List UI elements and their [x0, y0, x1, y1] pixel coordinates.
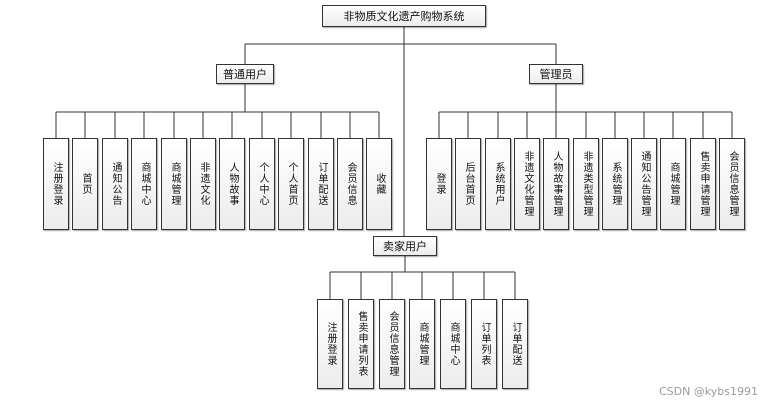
leaf-label: 人物故事 — [227, 162, 238, 206]
leaf-node-user-8: 个人首页 — [278, 138, 304, 230]
leaf-label: 售卖申请管理 — [698, 151, 709, 217]
leaf-label: 会员信息管理 — [727, 151, 738, 217]
group-label-user: 普通用户 — [223, 68, 267, 81]
leaf-label: 订单配送 — [316, 162, 327, 206]
group-label-admin: 管理员 — [539, 68, 573, 81]
leaf-node-user-1: 首页 — [72, 138, 98, 230]
leaf-node-user-2: 通知公告 — [102, 138, 128, 230]
group-label-seller: 卖家用户 — [383, 240, 427, 253]
leaf-node-admin-1: 后台首页 — [455, 138, 481, 230]
leaf-label: 系统管理 — [610, 162, 621, 206]
leaf-node-admin-7: 通知公告管理 — [631, 138, 657, 230]
leaf-node-admin-0: 登录 — [426, 138, 452, 230]
leaf-label: 商城管理 — [668, 162, 679, 206]
leaf-label: 人物故事管理 — [551, 151, 562, 217]
leaf-node-admin-2: 系统用户 — [485, 138, 511, 230]
leaf-label: 售卖申请列表 — [356, 311, 367, 377]
leaf-node-user-10: 会员信息 — [337, 138, 363, 230]
leaf-node-admin-4: 人物故事管理 — [543, 138, 569, 230]
leaf-label: 个人首页 — [286, 162, 297, 206]
group-node-admin: 管理员 — [529, 64, 583, 84]
leaf-node-admin-6: 系统管理 — [602, 138, 628, 230]
root-node: 非物质文化遗产购物系统 — [322, 5, 486, 27]
leaf-node-admin-5: 非遗类型管理 — [573, 138, 599, 230]
leaf-label: 收藏 — [374, 173, 385, 195]
leaf-node-admin-8: 商城管理 — [660, 138, 686, 230]
leaf-node-user-4: 商城管理 — [161, 138, 187, 230]
leaf-node-seller-2: 会员信息管理 — [379, 299, 405, 389]
group-node-seller: 卖家用户 — [373, 236, 437, 256]
leaf-label: 非遗类型管理 — [581, 151, 592, 217]
leaf-label: 会员信息 — [345, 162, 356, 206]
leaf-label: 会员信息管理 — [387, 311, 398, 377]
leaf-label: 系统用户 — [493, 162, 504, 206]
leaf-label: 订单配送 — [510, 322, 521, 366]
leaf-label: 订单列表 — [479, 322, 490, 366]
leaf-label: 注册登录 — [51, 162, 62, 206]
leaf-node-user-7: 个人中心 — [249, 138, 275, 230]
leaf-node-user-5: 非遗文化 — [190, 138, 216, 230]
leaf-node-seller-4: 商城中心 — [440, 299, 466, 389]
leaf-node-seller-1: 售卖申请列表 — [348, 299, 374, 389]
leaf-node-user-11: 收藏 — [366, 138, 392, 230]
leaf-label: 登录 — [434, 173, 445, 195]
leaf-label: 注册登录 — [325, 322, 336, 366]
group-node-user: 普通用户 — [216, 64, 274, 84]
leaf-node-user-9: 订单配送 — [308, 138, 334, 230]
leaf-label: 首页 — [80, 173, 91, 195]
leaf-label: 通知公告管理 — [639, 151, 650, 217]
leaf-label: 商城中心 — [448, 322, 459, 366]
watermark: CSDN @kybs1991 — [658, 385, 758, 398]
leaf-label: 通知公告 — [110, 162, 121, 206]
leaf-node-seller-5: 订单列表 — [471, 299, 497, 389]
leaf-node-seller-0: 注册登录 — [317, 299, 343, 389]
leaf-node-user-6: 人物故事 — [219, 138, 245, 230]
leaf-node-admin-10: 会员信息管理 — [719, 138, 745, 230]
leaf-node-seller-3: 商城管理 — [409, 299, 435, 389]
leaf-label: 商城中心 — [139, 162, 150, 206]
leaf-node-user-3: 商城中心 — [131, 138, 157, 230]
leaf-label: 商城管理 — [169, 162, 180, 206]
leaf-node-seller-6: 订单配送 — [502, 299, 528, 389]
leaf-node-admin-9: 售卖申请管理 — [690, 138, 716, 230]
leaf-label: 个人中心 — [257, 162, 268, 206]
leaf-label: 商城管理 — [417, 322, 428, 366]
leaf-node-admin-3: 非遗文化管理 — [514, 138, 540, 230]
leaf-label: 非遗文化管理 — [522, 151, 533, 217]
leaf-label: 非遗文化 — [198, 162, 209, 206]
leaf-node-user-0: 注册登录 — [43, 138, 69, 230]
leaf-label: 后台首页 — [463, 162, 474, 206]
root-label: 非物质文化遗产购物系统 — [343, 10, 465, 23]
